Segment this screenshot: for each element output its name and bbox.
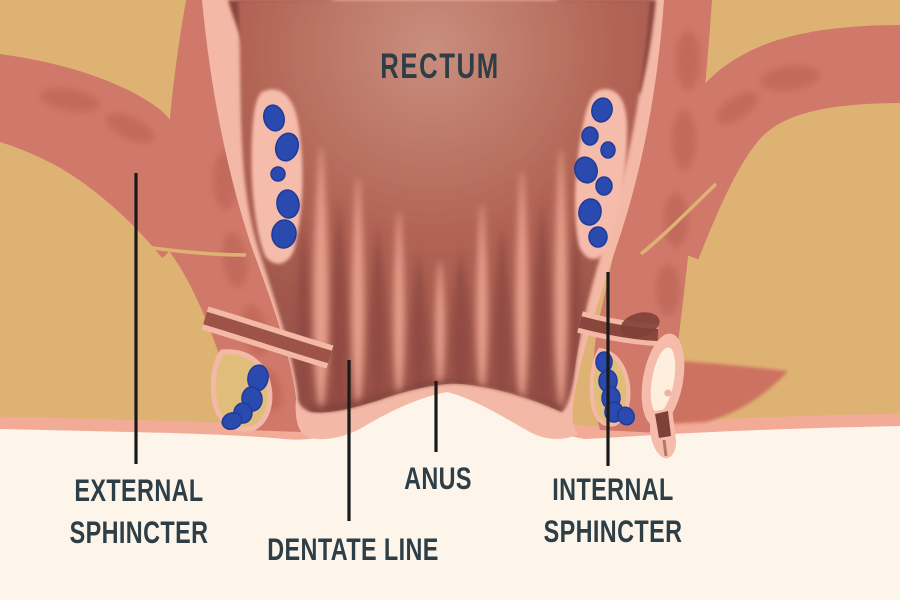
label-internal-sphincter: INTERNAL SPHINCTER xyxy=(544,469,683,553)
label-external-sphincter: EXTERNAL SPHINCTER xyxy=(70,470,209,554)
label-dentate-line: DENTATE LINE xyxy=(267,532,439,568)
hemorrhoid-plexus-left xyxy=(251,89,303,264)
muscle-shading-right xyxy=(656,30,820,316)
muscle-seam-right xyxy=(639,182,718,256)
label-internal-sphincter-line2: SPHINCTER xyxy=(543,514,683,550)
vein-dots-left xyxy=(263,104,300,249)
muscle-flap-right xyxy=(662,360,788,424)
muscle-shading-left xyxy=(40,87,283,412)
label-internal-sphincter-line1: INTERNAL xyxy=(552,472,674,508)
vein-pocket-left xyxy=(210,349,273,432)
muscle-seam-left xyxy=(137,244,247,257)
hemorrhoid-plexus-right xyxy=(574,89,628,260)
external-sphincter-muscle-left xyxy=(0,0,311,432)
label-external-sphincter-line2: SPHINCTER xyxy=(69,515,209,551)
label-rectum: RECTUM xyxy=(380,46,500,86)
label-anus: ANUS xyxy=(404,461,472,497)
vein-dots-right xyxy=(574,97,616,248)
label-external-sphincter-line1: EXTERNAL xyxy=(74,473,204,509)
leader-lines xyxy=(134,173,610,521)
anal-columns xyxy=(297,148,582,413)
sphincter-sling-right xyxy=(577,311,660,346)
anal-gland xyxy=(641,333,788,459)
sphincter-sling-left xyxy=(201,306,334,369)
